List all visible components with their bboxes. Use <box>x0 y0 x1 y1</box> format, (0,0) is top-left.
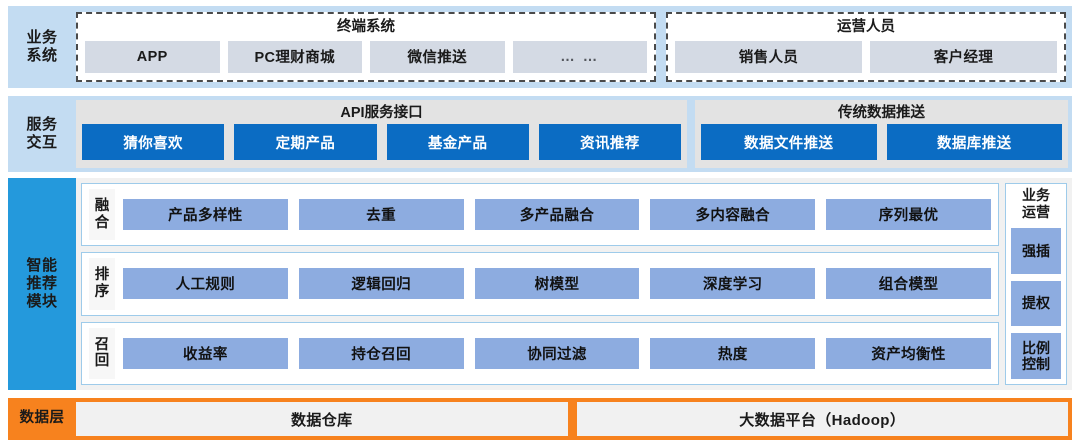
reco-row-label-recall: 召 回 <box>89 327 115 379</box>
reco-row-label-line-1: 召 <box>94 336 110 353</box>
band-label-data-layer: 数据层 <box>19 410 65 427</box>
tile-force-insert[interactable]: 强插 <box>1011 228 1061 274</box>
group-terminal-systems: 终端系统 APP PC理财商城 微信推送 … … <box>76 12 656 82</box>
band-body-business-systems: 终端系统 APP PC理财商城 微信推送 … … 运营人员 销售人员 客户经理 <box>76 6 1072 88</box>
tile-tree-model[interactable]: 树模型 <box>474 268 640 300</box>
band-body-service-interaction: API服务接口 猜你喜欢 定期产品 基金产品 资讯推荐 传统数据推送 数据文件推… <box>76 96 1072 172</box>
group-traditional-data-push: 传统数据推送 数据文件推送 数据库推送 <box>695 100 1068 168</box>
reco-tiles-recall: 收益率 持仓召回 协同过滤 热度 资产均衡性 <box>123 328 991 379</box>
recommendation-rows: 融 合 产品多样性 去重 多产品融合 多内容融合 序列最优 <box>81 183 999 385</box>
button-news-recommendation[interactable]: 资讯推荐 <box>538 124 681 160</box>
tile-popularity[interactable]: 热度 <box>650 337 816 369</box>
band-label-service-interaction: 服务 交互 <box>8 96 76 172</box>
panel-title-business-operations: 业务 运营 <box>1011 187 1061 221</box>
band-data-layer: 数据层 数据仓库 大数据平台（Hadoop） <box>8 398 1072 440</box>
panel-business-operations: 业务 运营 强插 提权 比例 控制 <box>1005 183 1067 385</box>
tile-product-diversity[interactable]: 产品多样性 <box>123 199 288 231</box>
tile-data-warehouse[interactable]: 数据仓库 <box>76 402 568 436</box>
reco-row-label-line-2: 序 <box>94 283 110 300</box>
tile-sales-staff[interactable]: 销售人员 <box>675 40 862 73</box>
button-row-api-service: 猜你喜欢 定期产品 基金产品 资讯推荐 <box>82 124 681 160</box>
tile-more-ellipsis[interactable]: … … <box>512 40 647 73</box>
tile-deduplication[interactable]: 去重 <box>298 199 464 231</box>
tile-ratio-control[interactable]: 比例 控制 <box>1011 333 1061 379</box>
tile-row-operations-staff: 销售人员 客户经理 <box>675 40 1057 73</box>
band-body-data-layer: 数据仓库 大数据平台（Hadoop） <box>76 398 1072 440</box>
reco-row-ranking: 排 序 人工规则 逻辑回归 树模型 深度学习 组合模型 <box>81 252 999 316</box>
tile-collaborative-filtering[interactable]: 协同过滤 <box>474 337 640 369</box>
band-business-systems: 业务 系统 终端系统 APP PC理财商城 微信推送 … … 运营人员 销售人员… <box>8 6 1072 88</box>
reco-row-label-ranking: 排 序 <box>89 258 115 310</box>
tile-row-terminal-systems: APP PC理财商城 微信推送 … … <box>85 40 647 73</box>
reco-row-label-line-1: 融 <box>94 197 110 214</box>
band-label-line-2: 系统 <box>26 47 58 64</box>
reco-row-fusion: 融 合 产品多样性 去重 多产品融合 多内容融合 序列最优 <box>81 183 999 247</box>
tile-deep-learning[interactable]: 深度学习 <box>650 268 816 300</box>
button-guess-you-like[interactable]: 猜你喜欢 <box>82 124 225 160</box>
tile-account-manager[interactable]: 客户经理 <box>870 40 1057 73</box>
group-title-api-service: API服务接口 <box>340 105 423 121</box>
tile-ensemble-model[interactable]: 组合模型 <box>826 268 991 300</box>
tile-holdings-recall[interactable]: 持仓召回 <box>298 337 464 369</box>
band-label-recommendation-module: 智能 推荐 模块 <box>8 178 76 390</box>
tile-multi-product-fusion[interactable]: 多产品融合 <box>474 199 640 231</box>
band-recommendation-module: 智能 推荐 模块 融 合 产品多样性 去重 <box>8 178 1072 390</box>
tile-asset-balance[interactable]: 资产均衡性 <box>826 337 991 369</box>
tile-wechat-push[interactable]: 微信推送 <box>370 40 505 73</box>
button-fund-product[interactable]: 基金产品 <box>386 124 529 160</box>
group-api-service: API服务接口 猜你喜欢 定期产品 基金产品 资讯推荐 <box>76 100 687 168</box>
band-label-line-3: 模块 <box>26 292 58 310</box>
reco-row-recall: 召 回 收益率 持仓召回 协同过滤 热度 资产均衡性 <box>81 321 999 385</box>
group-title-traditional-data-push: 传统数据推送 <box>838 105 925 121</box>
reco-tiles-ranking: 人工规则 逻辑回归 树模型 深度学习 组合模型 <box>123 258 991 309</box>
button-fixed-term-product[interactable]: 定期产品 <box>234 124 377 160</box>
band-label-line-1: 业务 <box>26 29 58 47</box>
group-title-terminal-systems: 终端系统 <box>337 19 395 35</box>
band-label-line-2: 推荐 <box>26 275 58 293</box>
reco-row-label-line-1: 排 <box>94 267 110 284</box>
group-operations-staff: 运营人员 销售人员 客户经理 <box>666 12 1066 82</box>
reco-row-label-fusion: 融 合 <box>89 189 115 241</box>
tile-multi-content-fusion[interactable]: 多内容融合 <box>650 199 816 231</box>
button-database-push[interactable]: 数据库推送 <box>886 124 1062 160</box>
tile-big-data-platform[interactable]: 大数据平台（Hadoop） <box>576 402 1068 436</box>
tile-ratio-control-line-2: 控制 <box>1022 356 1050 373</box>
reco-row-label-line-2: 合 <box>94 214 110 231</box>
button-row-traditional-data-push: 数据文件推送 数据库推送 <box>701 124 1062 160</box>
button-data-file-push[interactable]: 数据文件推送 <box>701 124 877 160</box>
tile-ratio-control-line-1: 比例 <box>1022 339 1050 356</box>
band-label-business-systems: 业务 系统 <box>8 6 76 88</box>
tile-logistic-regression[interactable]: 逻辑回归 <box>298 268 464 300</box>
band-service-interaction: 服务 交互 API服务接口 猜你喜欢 定期产品 基金产品 资讯推荐 传统数据推送… <box>8 96 1072 172</box>
band-body-recommendation-module: 融 合 产品多样性 去重 多产品融合 多内容融合 序列最优 <box>76 178 1072 390</box>
band-label-line-2: 交互 <box>26 134 58 151</box>
tile-yield-rate[interactable]: 收益率 <box>123 337 288 369</box>
tile-pc-mall[interactable]: PC理财商城 <box>227 40 362 73</box>
tile-boost-weight[interactable]: 提权 <box>1011 280 1061 327</box>
panel-title-line-2: 运营 <box>1022 203 1050 220</box>
tile-sequence-optimization[interactable]: 序列最优 <box>826 199 991 231</box>
reco-row-label-line-2: 回 <box>94 353 110 370</box>
reco-tiles-fusion: 产品多样性 去重 多产品融合 多内容融合 序列最优 <box>123 189 991 240</box>
group-title-operations-staff: 运营人员 <box>837 19 895 35</box>
band-label-line-1: 智能 <box>26 257 58 275</box>
band-label-line-1: 服务 <box>26 116 58 134</box>
panel-title-line-1: 业务 <box>1022 187 1050 203</box>
tile-manual-rules[interactable]: 人工规则 <box>123 268 288 300</box>
tile-app[interactable]: APP <box>85 40 220 73</box>
